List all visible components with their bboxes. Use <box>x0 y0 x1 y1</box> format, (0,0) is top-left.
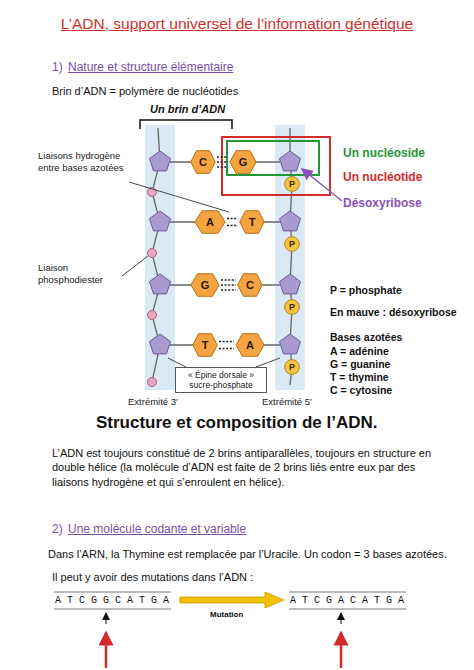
end-label: Extrémité 5′ <box>262 396 312 408</box>
bracket-label: Un brin d’ADN <box>150 102 225 116</box>
deoxyribose-arrow <box>302 169 342 201</box>
arrow-label: Mutation <box>210 610 243 620</box>
node-text: « Épine dorsale » sucre-phosphate <box>179 370 263 390</box>
legend-text: En mauve : désoxyribose <box>330 306 470 319</box>
nitrogen-base: T <box>239 210 265 234</box>
legend-text: G = guanine <box>330 358 470 371</box>
legend-text: T = thymine <box>330 371 470 384</box>
nitrogen-base: G <box>190 273 220 297</box>
legend-text: P = phosphate <box>330 284 470 297</box>
phosphate-circle: P <box>284 176 300 192</box>
body-text: Il peut y avoir des mutations dans l’ADN… <box>52 570 253 584</box>
base-sequence: A T C G A C A T G A <box>290 594 404 607</box>
node-text: G <box>201 279 210 291</box>
section-number: 2) <box>52 522 63 538</box>
red-arrow <box>340 633 343 668</box>
node-text: T <box>249 216 256 228</box>
node-text: P <box>289 362 295 372</box>
leader-lines <box>122 182 280 367</box>
site-pointer <box>106 613 107 624</box>
node-text: T <box>202 339 209 351</box>
phosphate-circle: P <box>284 236 300 252</box>
nitrogen-base: G <box>229 150 257 174</box>
section-heading: Nature et structure élémentaire <box>68 60 233 76</box>
mutation-arrow <box>180 592 284 608</box>
body-text: L’ADN est toujours constitué de 2 brins … <box>52 446 447 489</box>
nitrogen-base: T <box>192 333 218 357</box>
part-label: Liaison phosphodiester <box>38 262 122 286</box>
section-number: 1) <box>52 60 63 76</box>
node-text: A <box>246 339 254 351</box>
hydrogen-bond <box>221 280 236 290</box>
node-text: C <box>199 156 207 168</box>
part-label: Liaisons hydrogène entre bases azotées <box>38 150 128 174</box>
node-text: C <box>246 279 254 291</box>
page-title: L’ADN, support universel de l’informatio… <box>0 14 474 34</box>
hydrogen-bond <box>219 342 234 349</box>
node-text: G <box>239 156 248 168</box>
node-text: A <box>206 216 214 228</box>
node-text: P <box>289 239 295 249</box>
base-sequence: A T C G G C A T G A <box>55 594 169 607</box>
sugars <box>150 151 301 354</box>
hydrogen-bond <box>217 157 228 167</box>
node-text: P <box>289 302 295 312</box>
nitrogen-base: C <box>190 150 216 174</box>
section-heading: Une molécule codante et variable <box>68 522 246 538</box>
figure-caption: Structure et composition de l’ADN. <box>96 412 466 434</box>
nitrogen-base: A <box>235 333 265 357</box>
strand-bracket <box>140 120 232 129</box>
strand-bands <box>145 125 305 390</box>
base-sugar-links <box>170 162 280 345</box>
legend-text: C = cytosine <box>330 384 470 397</box>
nitrogen-base: A <box>194 210 226 234</box>
part-label: Désoxyribose <box>343 196 422 212</box>
site-pointer <box>341 613 342 624</box>
end-label: Extrémité 3′ <box>128 396 178 408</box>
legend-text: Bases azotées <box>330 331 470 344</box>
nucleoside-frame <box>227 141 319 175</box>
body-text: Brin d’ADN = polymère de nucléotides <box>52 84 238 98</box>
phosphate-circle: P <box>284 299 300 315</box>
frame-label: Un nucléoside <box>343 146 425 162</box>
legend-text: A = adénine <box>330 345 470 358</box>
frame-label: Un nucléotide <box>343 170 422 186</box>
nitrogen-base: C <box>237 273 263 297</box>
red-arrow <box>105 633 108 668</box>
nucleotide-frame <box>222 137 330 195</box>
backbone <box>152 128 292 385</box>
body-text: Dans l’ARN, la Thymine est remplacée par… <box>48 547 472 561</box>
node-text: P <box>289 179 295 189</box>
sequence-rules <box>54 592 406 609</box>
label-box: « Épine dorsale » sucre-phosphate <box>175 367 267 393</box>
hydrogen-bond <box>227 219 238 226</box>
phosphate-circle: P <box>284 359 300 375</box>
